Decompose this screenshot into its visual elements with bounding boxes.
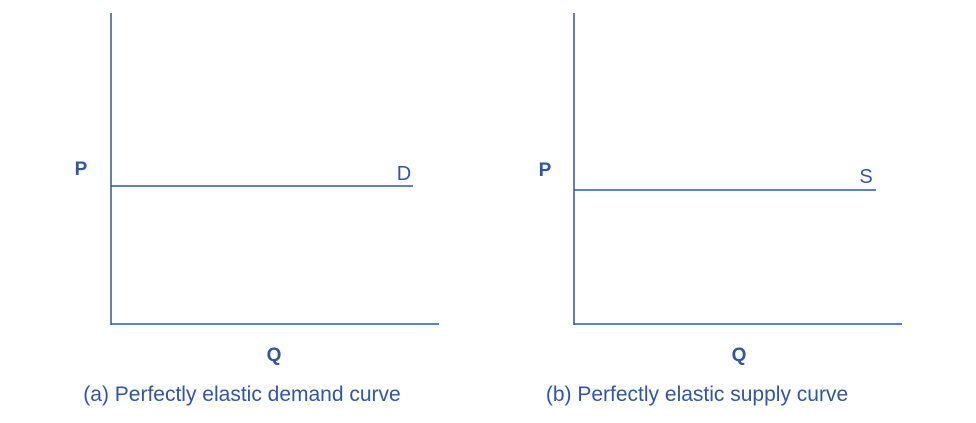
- panel-b-curve-label: S: [859, 166, 872, 188]
- panel-b-caption: (b) Perfectly elastic supply curve: [546, 383, 848, 406]
- panel-b-y-axis-label: P: [539, 160, 552, 181]
- panel-a-caption: (a) Perfectly elastic demand curve: [83, 383, 400, 406]
- panel-a-x-axis-label: Q: [267, 345, 282, 366]
- panel-a-curve-label: D: [397, 163, 411, 185]
- panel-b-supply: P Q S (b) Perfectly elastic supply curve: [539, 13, 902, 406]
- panel-a-y-axis-label: P: [75, 159, 88, 180]
- panel-b-x-axis-label: Q: [732, 345, 747, 366]
- panel-a-demand: P Q D (a) Perfectly elastic demand curve: [75, 13, 439, 406]
